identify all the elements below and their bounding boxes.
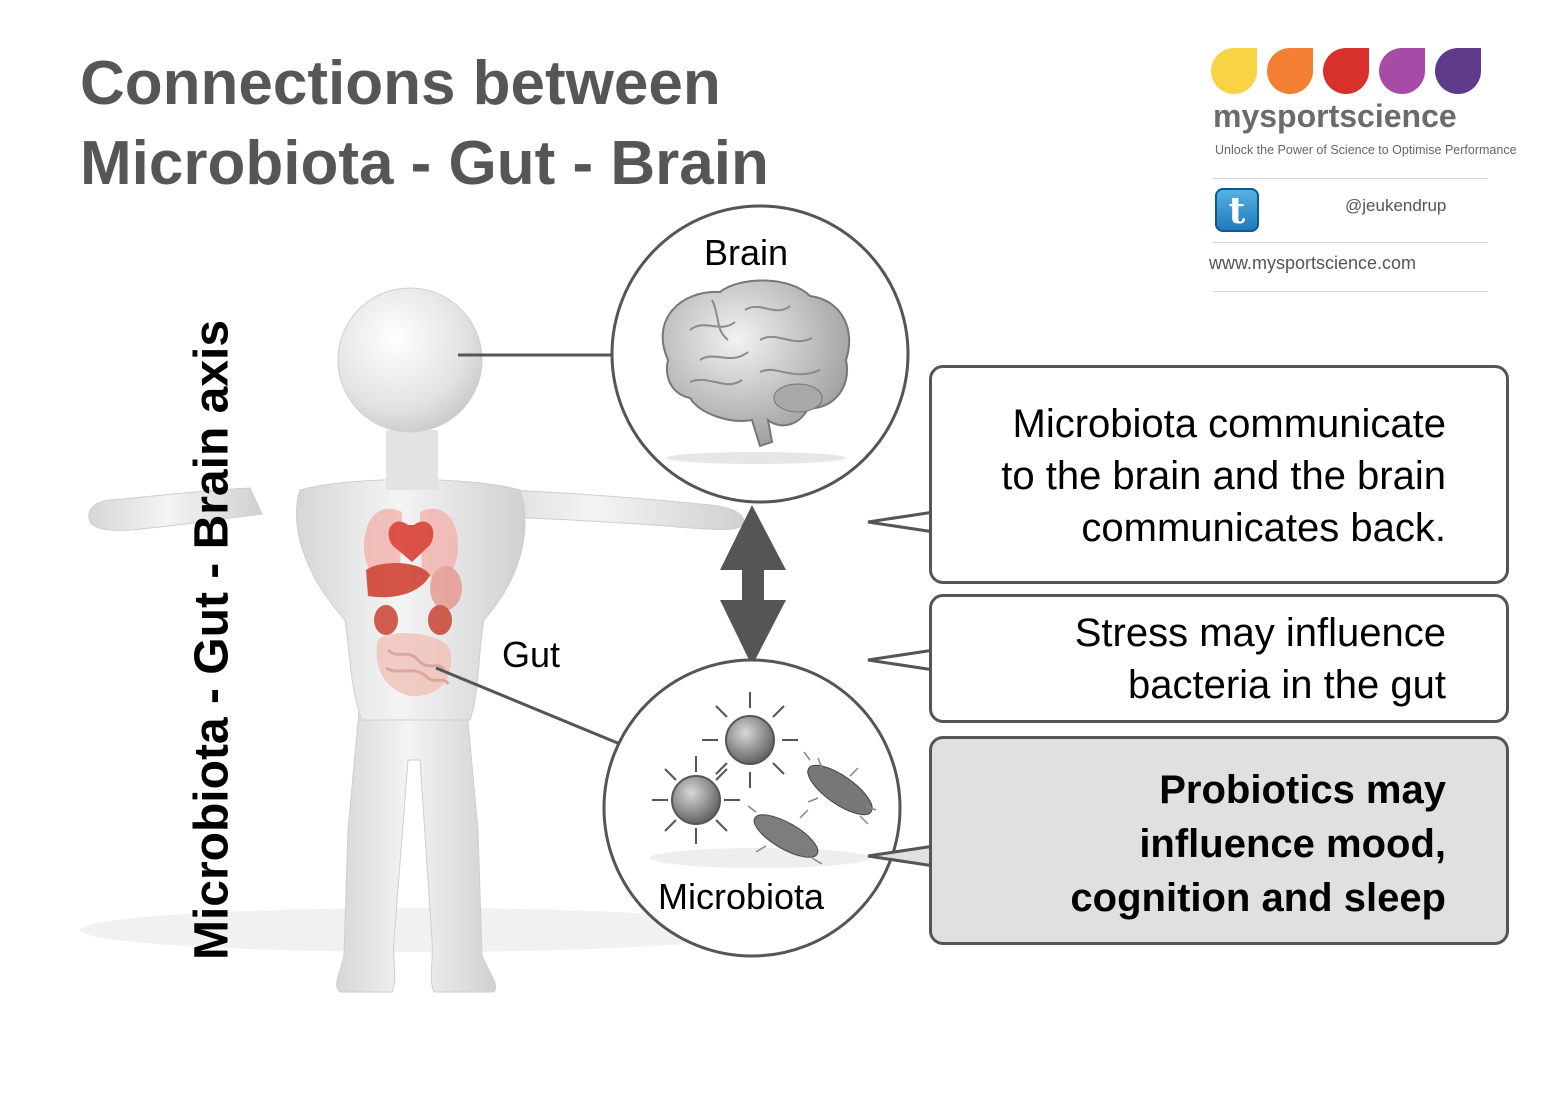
- gut-label: Gut: [502, 634, 561, 675]
- brain-label: Brain: [704, 232, 789, 273]
- human-figure-icon: [88, 287, 745, 993]
- virus: [652, 756, 740, 844]
- callout-line: bacteria in the gut: [1128, 663, 1446, 707]
- microbiota-circle: [602, 658, 902, 958]
- stomach: [430, 566, 462, 610]
- arrow-up-head: [720, 505, 786, 570]
- bacterium: [803, 751, 877, 825]
- logo-divider: [1213, 178, 1488, 179]
- brand-logo: mysportscience Unlock the Power of Scien…: [1205, 48, 1517, 298]
- logo-drop-violet: [1435, 48, 1481, 94]
- title-line-1: Connections between: [80, 49, 721, 118]
- microbiota-label: Microbiota: [658, 876, 825, 917]
- liver: [366, 563, 430, 598]
- brain-folds: [689, 299, 821, 386]
- kidney: [428, 605, 452, 635]
- callout-stress: Stress may influence bacteria in the gut: [929, 594, 1509, 723]
- twitter-icon[interactable]: t: [1215, 188, 1259, 232]
- intestines: [385, 648, 450, 685]
- gut-connector-line: [435, 666, 621, 746]
- brain-shadow: [666, 452, 846, 464]
- double-arrow-icon: [720, 505, 786, 666]
- figure-torso: [295, 479, 526, 721]
- logo-drop-yellow: [1211, 48, 1257, 94]
- figure-head: [337, 287, 483, 433]
- logo-divider: [1213, 242, 1488, 243]
- microbe-icon: [650, 692, 877, 868]
- logo-divider: [1213, 291, 1488, 292]
- brand-tagline: Unlock the Power of Science to Optimise …: [1215, 143, 1517, 157]
- callout-communication: Microbiota communicate to the brain and …: [929, 365, 1509, 584]
- axis-label: Microbiota - Gut - Brain axis: [185, 319, 239, 961]
- arrow-down-head: [720, 600, 786, 666]
- callout-line: cognition and sleep: [1070, 876, 1446, 920]
- callout-line: Microbiota communicate: [1012, 402, 1447, 446]
- organs-icon: [364, 508, 462, 697]
- kidney: [374, 605, 398, 635]
- callout-pointer-2: [867, 648, 936, 672]
- callout-probiotics: Probiotics may influence mood, cognition…: [929, 736, 1509, 945]
- callout-line: Stress may influence: [1074, 611, 1446, 655]
- figure-legs: [336, 699, 496, 993]
- figure-arms: [88, 487, 263, 531]
- website-link[interactable]: www.mysportscience.com: [1209, 253, 1417, 273]
- logo-drop-purple: [1379, 48, 1425, 94]
- page-title: Connections between Microbiota - Gut - B…: [80, 44, 769, 204]
- brain-icon: [661, 279, 851, 464]
- floor-shadow: [80, 908, 760, 952]
- microbe-shadow: [650, 848, 870, 868]
- title-line-2: Microbiota - Gut - Brain: [80, 129, 769, 198]
- callout-line: Probiotics may: [1159, 768, 1446, 812]
- callout-pointer-1: [867, 510, 936, 534]
- bacterium: [747, 805, 823, 865]
- twitter-handle[interactable]: @jeukendrup: [1345, 196, 1447, 215]
- brand-name: mysportscience: [1213, 98, 1457, 134]
- callout-line: communicates back.: [1081, 506, 1446, 550]
- figure-neck: [386, 430, 438, 490]
- arrow-shaft: [742, 568, 764, 602]
- logo-drop-orange: [1267, 48, 1313, 94]
- callout-line: influence mood,: [1139, 822, 1446, 866]
- virus: [702, 692, 798, 788]
- heart: [388, 521, 434, 562]
- logo-drop-red: [1323, 48, 1369, 94]
- callout-line: to the brain and the brain: [1001, 454, 1446, 498]
- cerebellum: [773, 383, 823, 413]
